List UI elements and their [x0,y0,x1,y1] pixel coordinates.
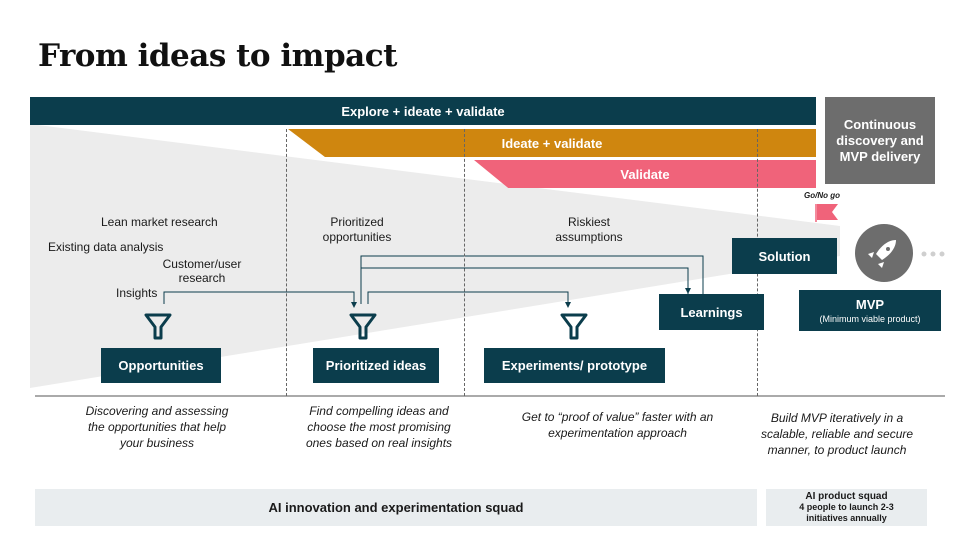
product-squad: AI product squad 4 people to launch 2-3 … [766,489,927,526]
description-prioritized: Find compelling ideas and choose the mos… [305,404,453,450]
phase-separator [286,129,287,396]
band-ideate: Ideate + validate [288,129,816,157]
experiments-box: Experiments/ prototype [484,348,665,383]
rocket-icon [868,240,896,268]
learnings-box: Learnings [659,294,764,330]
prioritized-ideas-box: Prioritized ideas [313,348,439,383]
label-customer: Customer/user research [162,257,242,285]
label-gonogo: Go/No go [804,191,840,200]
label-prioritized-opps: Prioritized opportunities [322,215,392,244]
dot [930,251,936,257]
page-title: From ideas to impact [38,38,397,74]
connector-lead [367,291,569,304]
mvp-subtitle: (Minimum viable product) [819,314,921,324]
dot [939,251,945,257]
mvp-title: MVP [855,297,885,312]
solution-box: Solution [732,238,837,274]
phase-separator [464,129,465,396]
description-mvp: Build MVP iteratively in a scalable, rel… [760,411,914,457]
label-insights: Insights [116,286,158,300]
arrowhead [685,288,691,294]
label-riskiest: Riskiest assumptions [555,215,623,244]
connector-insights [163,291,355,304]
product-squad-subtitle: 4 people to launch 2-3 initiatives annua… [799,502,894,523]
connector-loop [360,255,704,304]
product-squad-title: AI product squad [805,491,888,502]
band-validate: Validate [474,160,816,188]
connector-loop2 [361,267,689,290]
mvp-box: MVP (Minimum viable product) [799,290,941,331]
innovation-squad: AI innovation and experimentation squad [35,489,757,526]
band-explore: Explore + ideate + validate [30,97,816,125]
label-existing: Existing data analysis [48,240,164,254]
description-opportunities: Discovering and assessing the opportunit… [85,404,229,450]
flag-icon [817,204,838,220]
label-lean: Lean market research [101,215,218,229]
funnel-icon [144,313,588,340]
dot [921,251,927,257]
description-experiments: Get to “proof of value” faster with an e… [521,410,714,440]
arrowhead [565,302,571,308]
arrowhead [351,302,357,308]
continuous-box: Continuous discovery and MVP delivery [825,97,935,184]
opportunities-box: Opportunities [101,348,221,383]
